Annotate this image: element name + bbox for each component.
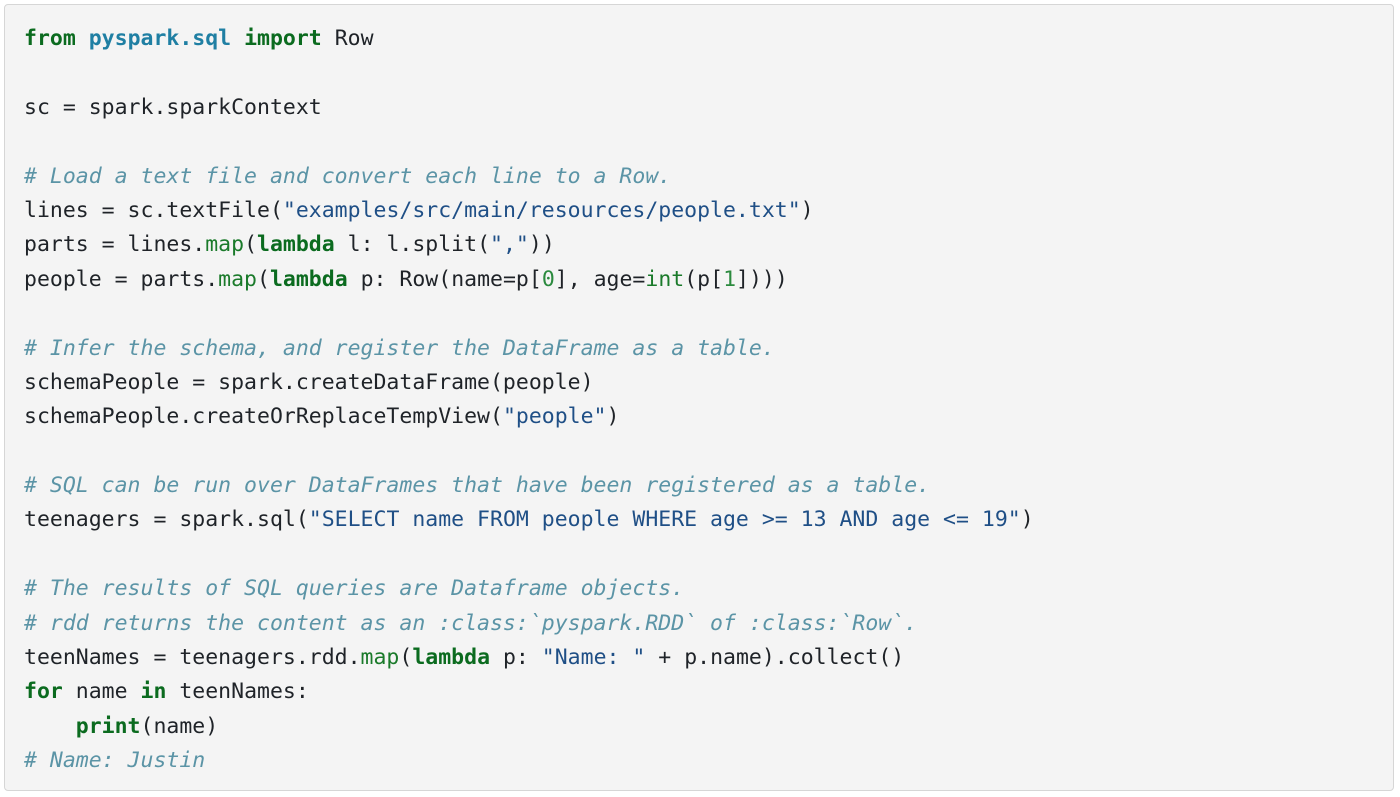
code-listing: from pyspark.sql import Row sc = spark.s… <box>24 22 1034 779</box>
code-token: l: l.split( <box>334 232 491 258</box>
code-token: ]))) <box>736 266 788 292</box>
code-token: lines = sc.textFile( <box>24 197 283 223</box>
keyword-token: from <box>24 26 76 51</box>
code-line: from pyspark.sql import Row <box>24 22 1034 56</box>
code-token: parts = lines. <box>24 232 206 258</box>
code-line <box>24 538 1034 572</box>
module-token: pyspark.sql <box>88 26 232 51</box>
string-token: "," <box>490 232 529 258</box>
code-token: people = parts. <box>24 266 219 292</box>
code-line: teenagers = spark.sql("SELECT name FROM … <box>24 503 1034 537</box>
code-token: ) <box>800 197 814 223</box>
code-token: ) <box>606 404 620 430</box>
code-line <box>24 125 1034 159</box>
string-token: "examples/src/main/resources/people.txt" <box>282 197 801 223</box>
code-line: # SQL can be run over DataFrames that ha… <box>24 469 1034 503</box>
comment-token: # rdd returns the content as an :class:`… <box>24 610 918 636</box>
number-token: 0 <box>541 266 555 292</box>
code-line: # Load a text file and convert each line… <box>24 160 1034 194</box>
keyword-token: lambda <box>412 645 491 671</box>
number-token: 1 <box>723 266 737 292</box>
code-token: ) <box>1020 507 1034 533</box>
builtin-token: map <box>218 266 258 292</box>
comment-token: # Infer the schema, and register the Dat… <box>24 335 775 361</box>
code-token: teenNames: <box>166 679 309 705</box>
code-token: teenagers = spark.sql( <box>24 507 309 533</box>
code-line: # The results of SQL queries are Datafra… <box>24 572 1034 606</box>
code-line: # Name: Justin <box>24 744 1034 778</box>
string-token: "Name: " <box>541 645 646 671</box>
code-line <box>24 435 1034 469</box>
code-line <box>24 297 1034 331</box>
code-line: lines = sc.textFile("examples/src/main/r… <box>24 194 1034 228</box>
keyword-token: import <box>244 26 322 51</box>
code-token: schemaPeople.createOrReplaceTempView( <box>24 404 503 430</box>
code-line: schemaPeople = spark.createDataFrame(peo… <box>24 366 1034 400</box>
comment-token: # SQL can be run over DataFrames that ha… <box>24 473 931 499</box>
code-token: ( <box>257 266 270 292</box>
builtin-token: map <box>360 645 400 671</box>
code-line: print(name) <box>24 710 1034 744</box>
string-token: "people" <box>502 404 607 430</box>
code-token <box>76 26 89 51</box>
code-line: # rdd returns the content as an :class:`… <box>24 607 1034 641</box>
code-block: from pyspark.sql import Row sc = spark.s… <box>4 4 1394 791</box>
keyword-token: lambda <box>257 232 335 258</box>
code-token: ( <box>244 232 258 258</box>
code-token: schemaPeople = spark.createDataFrame(peo… <box>24 369 594 395</box>
code-token: p: <box>490 645 542 671</box>
code-token <box>24 714 76 739</box>
comment-token: # The results of SQL queries are Datafra… <box>24 576 685 602</box>
code-line <box>24 56 1034 90</box>
code-token: sc = spark.sparkContext <box>24 94 322 120</box>
code-line: parts = lines.map(lambda l: l.split(",")… <box>24 228 1034 262</box>
code-line: # Infer the schema, and register the Dat… <box>24 332 1034 366</box>
code-token: ], age= <box>554 266 646 292</box>
code-token: )) <box>528 232 555 258</box>
comment-token: # Load a text file and convert each line… <box>24 163 672 189</box>
code-line: schemaPeople.createOrReplaceTempView("pe… <box>24 400 1034 434</box>
code-token: p: Row(name=p[ <box>347 266 542 292</box>
code-token: name <box>62 679 141 705</box>
builtin-token: int <box>645 266 685 292</box>
code-line: people = parts.map(lambda p: Row(name=p[… <box>24 263 1034 297</box>
code-token: (p[ <box>684 266 724 292</box>
keyword-token: for <box>24 679 63 705</box>
keyword-token: print <box>75 713 141 739</box>
string-token: "SELECT name FROM people WHERE age >= 13… <box>308 507 1021 533</box>
code-token <box>231 26 244 51</box>
code-token: teenNames = teenagers.rdd. <box>24 645 361 671</box>
code-line: teenNames = teenagers.rdd.map(lambda p: … <box>24 641 1034 675</box>
keyword-token: lambda <box>269 266 348 292</box>
comment-token: # Name: Justin <box>24 748 206 774</box>
code-token: Row <box>321 26 374 51</box>
code-line: for name in teenNames: <box>24 675 1034 709</box>
code-token: (name) <box>140 713 219 739</box>
code-token: + p.name).collect() <box>645 645 905 671</box>
keyword-token: in <box>140 679 167 705</box>
code-line: sc = spark.sparkContext <box>24 91 1034 125</box>
code-token: ( <box>399 645 413 671</box>
builtin-token: map <box>205 232 245 258</box>
